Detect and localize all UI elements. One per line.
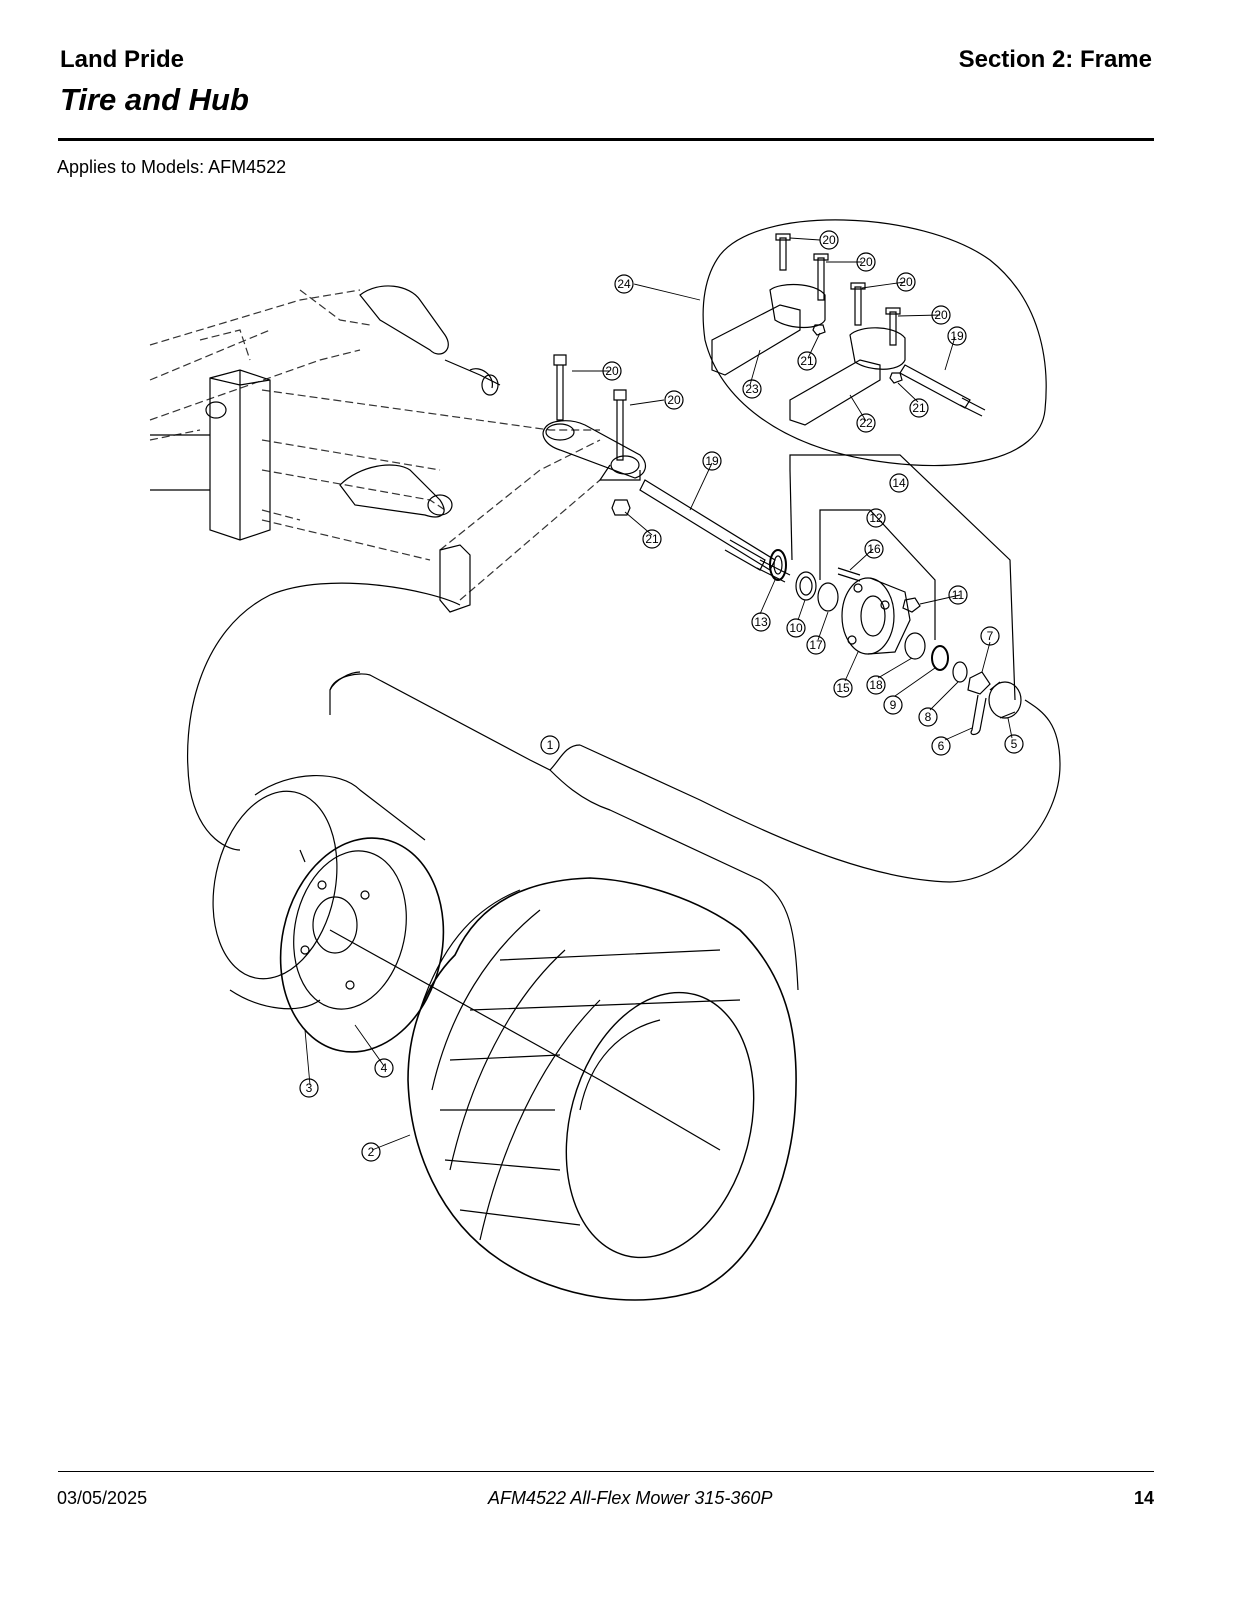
tire xyxy=(407,877,797,1301)
part-callouts: 20 20 24 20 20 20 20 19 21 23 21 22 19 1… xyxy=(299,230,1024,1162)
tire-and-hub-parts-diagram: 20 20 24 20 20 20 20 19 21 23 21 22 19 1… xyxy=(149,219,1061,1301)
svg-text:23: 23 xyxy=(745,382,759,396)
svg-text:20: 20 xyxy=(859,255,873,269)
callout-12: 12 xyxy=(866,508,886,528)
svg-text:20: 20 xyxy=(899,275,913,289)
page-number: 14 xyxy=(1133,1488,1154,1508)
svg-text:3: 3 xyxy=(306,1081,313,1095)
callout-19b: 19 xyxy=(947,326,967,346)
svg-text:19: 19 xyxy=(950,329,964,343)
footer-model: AFM4522 All-Flex Mower 315-360P xyxy=(488,1488,773,1508)
callout-10: 10 xyxy=(786,618,806,638)
callout-20f: 20 xyxy=(931,305,951,325)
callout-20d: 20 xyxy=(856,252,876,272)
svg-text:20: 20 xyxy=(605,364,619,378)
callout-16: 16 xyxy=(864,539,884,559)
svg-text:18: 18 xyxy=(869,678,883,692)
wheel-assembly-bracket xyxy=(187,582,1061,991)
frame-outline xyxy=(149,289,601,601)
callout-21c: 21 xyxy=(642,529,662,549)
svg-text:21: 21 xyxy=(800,354,814,368)
group-bracket-14 xyxy=(789,454,1016,701)
svg-text:11: 11 xyxy=(952,588,965,602)
callout-5: 5 xyxy=(1004,734,1024,754)
frame-solid-parts xyxy=(150,285,501,613)
applies-to-models: Applies to Models: AFM4522 xyxy=(57,157,287,177)
callout-9: 9 xyxy=(883,695,903,715)
group-bracket-12 xyxy=(819,509,936,640)
callout-24: 24 xyxy=(614,274,634,294)
svg-text:14: 14 xyxy=(892,476,906,490)
svg-text:17: 17 xyxy=(809,638,823,652)
page-title: Tire and Hub xyxy=(60,82,249,117)
svg-text:16: 16 xyxy=(867,542,881,556)
svg-text:20: 20 xyxy=(822,233,836,247)
callout-13: 13 xyxy=(751,612,771,632)
callout-2: 2 xyxy=(361,1142,381,1162)
callout-1: 1 xyxy=(540,735,560,755)
svg-text:15: 15 xyxy=(836,681,850,695)
callout-21b: 21 xyxy=(909,398,929,418)
svg-text:21: 21 xyxy=(912,401,926,415)
callout-20b: 20 xyxy=(664,390,684,410)
callout-23: 23 xyxy=(742,379,762,399)
svg-text:8: 8 xyxy=(925,710,932,724)
svg-text:21: 21 xyxy=(645,532,659,546)
svg-text:5: 5 xyxy=(1011,737,1018,751)
callout-19: 19 xyxy=(702,451,722,471)
footer-date: 03/05/2025 xyxy=(57,1488,148,1508)
callout-3: 3 xyxy=(299,1078,319,1098)
svg-text:9: 9 xyxy=(890,698,897,712)
callout-8: 8 xyxy=(918,707,938,727)
callout-14: 14 xyxy=(889,473,909,493)
svg-text:24: 24 xyxy=(617,277,631,291)
svg-text:7: 7 xyxy=(987,629,994,643)
svg-text:1: 1 xyxy=(547,738,554,752)
svg-text:20: 20 xyxy=(934,308,948,322)
callout-4: 4 xyxy=(374,1058,394,1078)
callout-17: 17 xyxy=(806,635,826,655)
header-rule xyxy=(58,138,1154,141)
svg-text:2: 2 xyxy=(368,1145,375,1159)
callout-18: 18 xyxy=(866,675,886,695)
svg-text:6: 6 xyxy=(938,739,945,753)
svg-text:13: 13 xyxy=(754,615,768,629)
callout-11: 11 xyxy=(948,585,968,605)
callout-20c: 20 xyxy=(819,230,839,250)
svg-text:19: 19 xyxy=(705,454,719,468)
callout-20a: 20 xyxy=(602,361,622,381)
section-title: Section 2: Frame xyxy=(958,46,1152,73)
hub-assembly xyxy=(769,549,1022,736)
svg-text:12: 12 xyxy=(869,511,883,525)
svg-text:4: 4 xyxy=(381,1061,388,1075)
callout-20e: 20 xyxy=(896,272,916,292)
svg-text:22: 22 xyxy=(859,416,873,430)
callout-15: 15 xyxy=(833,678,853,698)
footer-rule xyxy=(58,1471,1154,1472)
inset-detail xyxy=(702,219,1047,467)
callout-7: 7 xyxy=(980,626,1000,646)
svg-text:10: 10 xyxy=(789,621,803,635)
svg-text:20: 20 xyxy=(667,393,681,407)
callout-6: 6 xyxy=(931,736,951,756)
brand-name: Land Pride xyxy=(60,46,185,73)
leader-lines xyxy=(304,237,1013,1151)
wheel-rim xyxy=(212,775,601,1081)
callout-22: 22 xyxy=(856,413,876,433)
callout-21a: 21 xyxy=(797,351,817,371)
